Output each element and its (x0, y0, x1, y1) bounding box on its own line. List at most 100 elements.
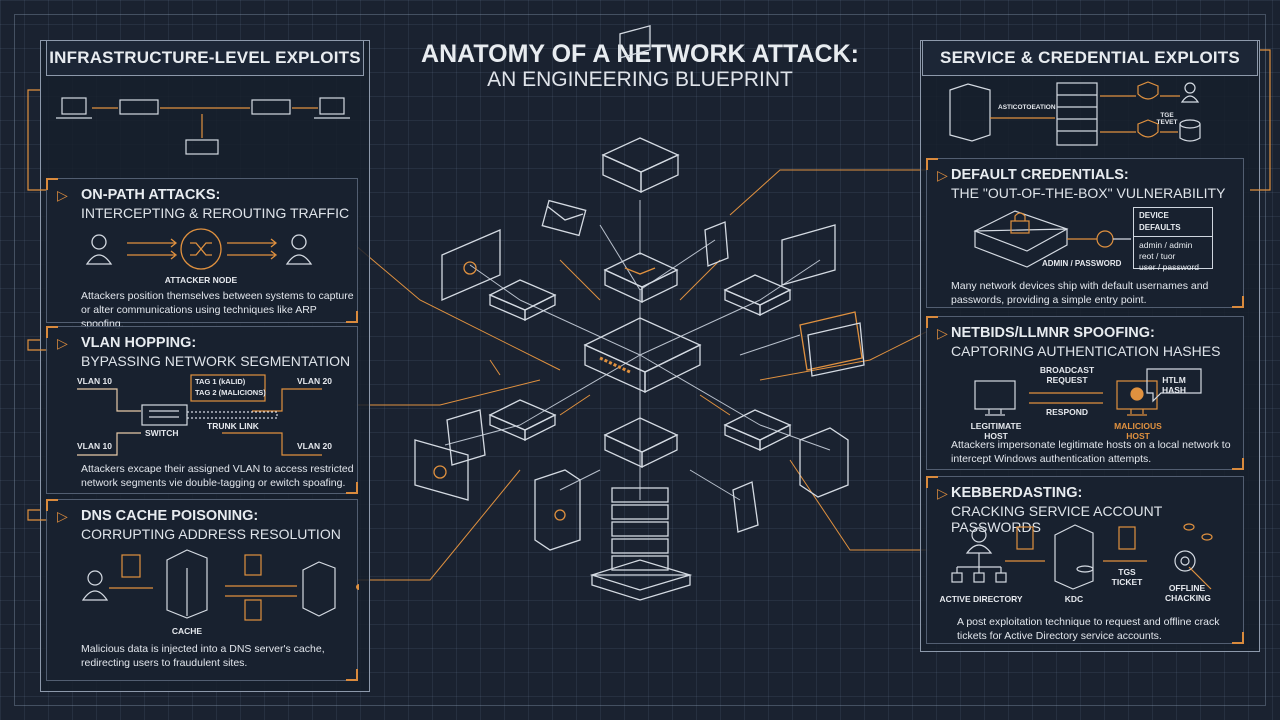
router-icon (185, 139, 219, 155)
legitimate-host-label: LEGITIMATE HOST (970, 421, 1022, 441)
vlan-description: Attackers excape their assigned VLAN to … (81, 463, 354, 489)
core-router (603, 252, 679, 304)
vlan-20-top: VLAN 20 (297, 376, 332, 386)
tgs-ticket-label: TGS TICKET (1111, 567, 1143, 587)
netbios-description: Attackers impersonate legitimate hosts o… (951, 439, 1231, 465)
kerberoasting-description: A post exploitation technique to request… (957, 616, 1220, 642)
active-directory-label: ACTIVE DIRECTORY (939, 594, 1023, 604)
laptop-icon (56, 97, 92, 119)
user-icon (81, 570, 109, 601)
admin-password-label: ADMIN / PASSWORD (1042, 259, 1122, 268)
shield-wrench-icon (1137, 119, 1159, 138)
page-subtitle: AN ENGINEERING BLUEPRINT (487, 68, 793, 91)
document-icon (244, 554, 262, 621)
cache-label: CACHE (171, 626, 203, 636)
malicious-monitor-icon (1116, 380, 1158, 416)
default-credential: admin / admin (1139, 240, 1193, 250)
switch-ne (723, 274, 792, 317)
tag-1-label: TAG 1 (kALID) (195, 377, 246, 386)
rack-server-icon (1056, 82, 1098, 146)
vlan-10-bottom: VLAN 10 (77, 441, 112, 451)
device-defaults-header: DEVICE DEFAULTS (1134, 208, 1212, 237)
malicious-host-label: MALICIOUS HOST (1114, 421, 1162, 441)
left-column-header: INFRASTRUCTURE-LEVEL EXPLOITS (46, 40, 364, 76)
dns-title: DNS CACHE POISONING: (81, 508, 259, 524)
database-icon (1179, 119, 1201, 142)
poison-file-icon (121, 554, 141, 578)
ticket-document-icon (1016, 526, 1136, 550)
kerberoasting-graphic (951, 523, 1213, 590)
on-path-title: ON-PATH ATTACKS: (81, 187, 221, 203)
authentication-label: ASTICOTOEATION (998, 104, 1056, 111)
pointer-icon: ▷ (937, 485, 948, 501)
key-icon (1067, 230, 1114, 248)
lock-icon (1010, 212, 1030, 234)
switch-bottom (603, 417, 679, 469)
switch-label: SWITCH (145, 428, 179, 438)
tower-server-se (799, 427, 849, 498)
vlan-subtitle: BYPASSING NETWORK SEGMENTATION (81, 353, 351, 369)
default-credential: user / password (1139, 262, 1199, 272)
switch-nw (488, 279, 557, 322)
page-title: ANATOMY OF A NETWORK ATTACK: (421, 40, 859, 68)
netbios-subtitle: CAPTORING AUTHENTICATION HASHES (951, 343, 1221, 359)
dns-server-icon (166, 549, 208, 619)
default-credentials-subtitle: THE "OUT-OF-THE-BOX" VULNERABILITY (951, 185, 1226, 201)
code-window-ne (781, 224, 836, 286)
device-defaults-table: DEVICE DEFAULTS admin / admin reot / tuo… (1133, 207, 1213, 272)
connector-lines (27, 89, 48, 521)
trunk-link-label: TRUNK LINK (207, 421, 259, 431)
outer-frame (14, 14, 1266, 706)
broken-chain-icon (1183, 523, 1213, 541)
server-icon (302, 561, 336, 617)
default-credentials-description: Many network devices ship with default u… (951, 280, 1209, 306)
document-ne (704, 221, 729, 267)
vlan-20-bottom: VLAN 20 (297, 441, 332, 451)
vlan-panel: ▷ VLAN HOPPING: BYPASSING NETWORK SEGMEN… (46, 326, 358, 494)
on-path-subtitle: INTERCEPTING & REROUTING TRAFFIC (81, 205, 350, 221)
switch-icon (251, 99, 291, 115)
pointer-icon: ▷ (57, 187, 68, 203)
email-icon (541, 199, 587, 237)
device-key-graphic (973, 210, 1131, 268)
shuffle-icon (180, 228, 222, 270)
dns-graphic (81, 549, 359, 621)
netbios-title: NETBIDS/LLMNR SPOOFING: (951, 325, 1155, 341)
offline-cracking-label: OFFLINE CHACKING (1165, 583, 1211, 603)
user-icon (85, 234, 113, 265)
laptop-icon (314, 97, 350, 119)
user-icon (1180, 82, 1200, 103)
switch-icon (119, 99, 159, 115)
user-icon (285, 234, 313, 265)
pointer-icon: ▷ (57, 508, 68, 524)
pointer-icon: ▷ (937, 325, 948, 341)
pointer-icon: ▷ (57, 335, 68, 351)
on-path-graphic (85, 228, 313, 270)
connector-dot (356, 584, 359, 590)
locked-server (534, 469, 581, 551)
switch-se (723, 409, 792, 452)
default-credentials-title: DEFAULT CREDENTIALS: (951, 167, 1129, 183)
top-server (601, 137, 680, 194)
document-n (619, 25, 651, 59)
switch-sw (488, 399, 557, 442)
respond-label: RESPOND (1045, 407, 1089, 417)
monitor-skull-sw (414, 439, 469, 501)
kdc-label: KDC (1064, 594, 1084, 604)
broadcast-request-label: BROADCAST REQUEST (1039, 365, 1095, 385)
tower-server-icon (949, 83, 991, 142)
right-column-header: SERVICE & CREDENTIAL EXPLOITS (922, 40, 1258, 76)
kerberoasting-panel: ▷ KEBBERDASTING: CRACKING SERVICE ACCOUN… (926, 476, 1244, 644)
connection-lines (444, 200, 831, 501)
dns-subtitle: CORRUPTING ADDRESS RESOLUTION (81, 526, 341, 542)
active-directory-icon (951, 527, 1007, 583)
tag-2-label: TAG 2 (MALICIONS) (195, 388, 266, 397)
server-stack (589, 487, 693, 601)
netbios-graphic (974, 368, 1202, 416)
code-window-e (799, 311, 865, 377)
central-hub (583, 317, 702, 394)
monitor-icon (974, 380, 1016, 416)
